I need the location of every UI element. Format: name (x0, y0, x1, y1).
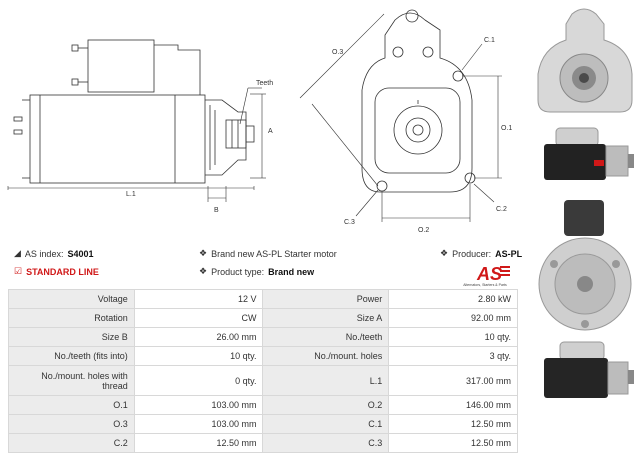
spec-value: 3 qty. (388, 346, 518, 366)
photo-side-view[interactable] (534, 122, 636, 188)
label-c1: C.1 (484, 37, 495, 44)
spec-value: 92.00 mm (388, 308, 518, 328)
spec-value: 10 qty. (133, 346, 264, 366)
tag-icon: ◢ (14, 248, 21, 258)
as-index: ◢ AS index: S4001 (14, 248, 93, 259)
spec-value: 103.00 mm (133, 414, 264, 434)
spec-label: No./teeth (262, 327, 390, 347)
mount-hole-c2 (464, 172, 476, 184)
table-row: No./teeth (fits into)10 qty.No./mount. h… (8, 346, 518, 366)
mount-hole-c1 (452, 70, 464, 82)
svg-text:AS: AS (476, 264, 502, 284)
spec-label: C.3 (262, 433, 390, 453)
brand-new-text: Brand new AS-PL Starter motor (211, 248, 337, 259)
spec-label: O.1 (8, 395, 135, 415)
checkbox-icon: ☑ (14, 266, 23, 276)
spec-label: Power (262, 289, 390, 309)
spec-value: 103.00 mm (133, 395, 264, 415)
label-c3: C.3 (344, 219, 355, 226)
standard-line-label: STANDARD LINE (26, 266, 99, 277)
label-b: B (214, 207, 219, 214)
spec-value: CW (133, 308, 264, 328)
label-l1: L.1 (126, 191, 136, 198)
spec-label: C.1 (262, 414, 390, 434)
product-type-label: Product type: (211, 266, 265, 277)
label-o3: O.3 (332, 49, 343, 56)
spec-value: 12.50 mm (388, 433, 518, 453)
info-icon: ❖ (440, 248, 449, 258)
spec-label: O.2 (262, 395, 390, 415)
spec-value: 146.00 mm (388, 395, 518, 415)
label-teeth: Teeth (256, 80, 273, 87)
spec-value: 0 qty. (133, 365, 264, 396)
label-o1: O.1 (501, 125, 512, 132)
as-index-label: AS index: (24, 248, 64, 259)
product-photos (526, 0, 640, 454)
end-plate-outline (361, 12, 473, 193)
info-icon: ❖ (199, 248, 208, 258)
spec-value: 317.00 mm (388, 365, 518, 396)
label-o2: O.2 (418, 227, 429, 234)
spec-value: 12.50 mm (133, 433, 264, 453)
spec-label: Size A (262, 308, 390, 328)
solenoid-body (87, 39, 155, 93)
logo-tagline: Alternators, Starters & Parts (463, 283, 507, 287)
spec-label: C.2 (8, 433, 135, 453)
producer-value: AS-PL (495, 248, 523, 259)
photo-side-view-2[interactable] (534, 338, 636, 404)
label-a: A (268, 128, 273, 135)
as-pl-logo[interactable]: AS (455, 260, 515, 290)
motor-body (29, 94, 206, 184)
spec-label: O.3 (8, 414, 135, 434)
spec-value: 12 V (133, 289, 264, 309)
photo-front-view[interactable] (534, 4, 636, 116)
standard-line: ☑ STANDARD LINE (14, 266, 99, 277)
info-icon: ❖ (199, 266, 208, 276)
spec-label: Size B (8, 327, 135, 347)
as-index-value: S4001 (67, 248, 94, 259)
spec-value: 26.00 mm (133, 327, 264, 347)
label-c2: C.2 (496, 206, 507, 213)
technical-drawing: Teeth A B L.1 O.3 C.1 O.1 C.2 C.3 O.2 (7, 9, 512, 234)
spec-value: 12.50 mm (388, 414, 518, 434)
spec-label: L.1 (262, 365, 390, 396)
photo-rear-view[interactable] (534, 196, 636, 334)
mount-hole-c3 (376, 180, 388, 192)
spec-label: No./mount. holes (262, 346, 390, 366)
spec-label: Rotation (8, 308, 135, 328)
producer-label: Producer: (452, 248, 492, 259)
spec-label: No./mount. holes with thread (8, 365, 135, 396)
brand-new-info: ❖ Brand new AS-PL Starter motor (199, 248, 337, 259)
spec-label: No./teeth (fits into) (8, 346, 135, 366)
product-type: ❖ Product type: Brand new (199, 266, 314, 277)
spec-value: 10 qty. (388, 327, 518, 347)
spec-value: 2.80 kW (388, 289, 518, 309)
producer: ❖ Producer: AS-PL (440, 248, 522, 259)
product-type-value: Brand new (268, 266, 315, 277)
spec-label: Voltage (8, 289, 135, 309)
